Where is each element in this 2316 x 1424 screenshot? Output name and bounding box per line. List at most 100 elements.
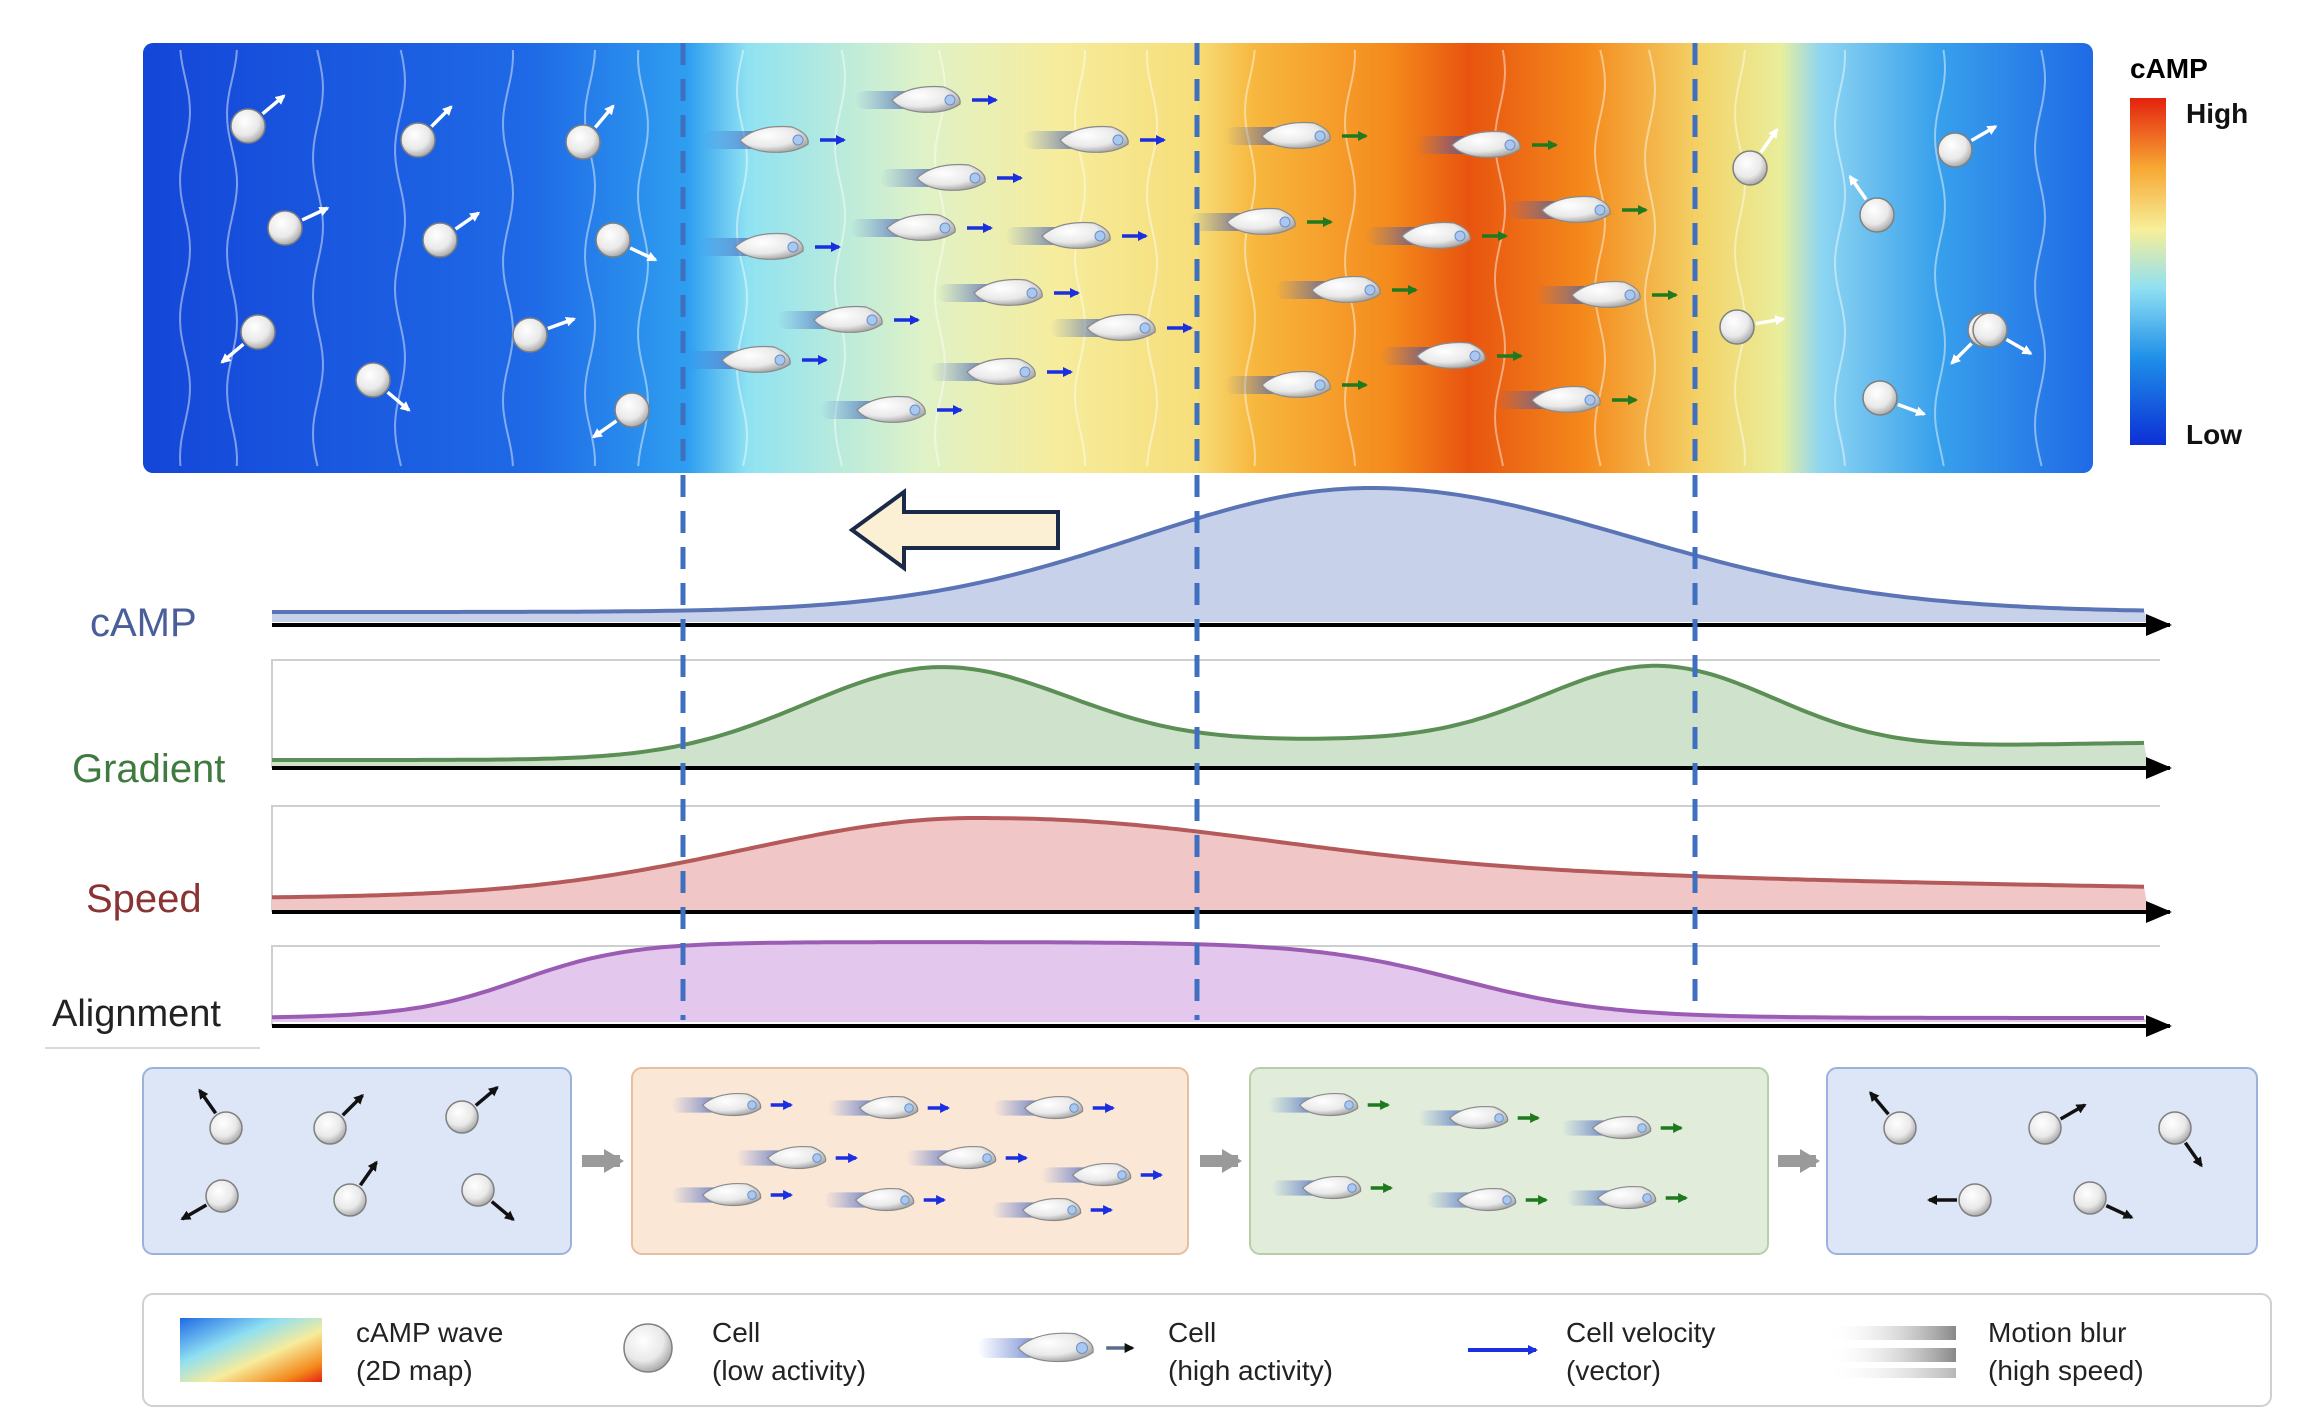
- cell-low-activity: [333, 1160, 378, 1217]
- cell-high-activity: [1426, 1187, 1549, 1212]
- alignment-curve: [271, 940, 2144, 1020]
- velocity-arrow: [593, 104, 615, 129]
- wave-line: [393, 49, 407, 467]
- legend-box: [142, 1293, 2272, 1407]
- velocity-arrow: [629, 246, 658, 262]
- velocity-arrow: [180, 1203, 208, 1221]
- camp-curve: [272, 486, 2145, 614]
- velocity-arrow: [1897, 402, 1927, 417]
- velocity-arrow: [358, 1160, 378, 1187]
- cell-low-activity: [180, 1179, 239, 1221]
- velocity-arrow: [1970, 124, 1998, 143]
- cell-low-activity: [230, 94, 286, 144]
- velocity-arrow: [1869, 1091, 1890, 1116]
- cell-high-activity: [698, 232, 841, 260]
- cell-low-activity: [461, 1173, 515, 1221]
- wave-lines: [178, 49, 2047, 467]
- cell-low-activity: [1972, 312, 2033, 356]
- wave-line: [1243, 49, 1257, 467]
- wave-line: [735, 49, 749, 467]
- cell-high-activity: [1225, 370, 1368, 398]
- wave-line: [1343, 50, 1357, 467]
- cell-low-activity: [400, 105, 453, 158]
- cell-high-activity: [703, 125, 846, 153]
- legend-camp-wave-swatch: [180, 1318, 322, 1382]
- colorbar-low-label: Low: [2186, 419, 2242, 450]
- cell-high-activity: [1365, 221, 1508, 249]
- phase-panels: [142, 1067, 2258, 1255]
- cell-high-activity: [937, 278, 1080, 306]
- colorbar-high-label: High: [2186, 98, 2248, 129]
- cell-high-activity: [880, 163, 1023, 191]
- legend-motion-blur-icon: [1826, 1326, 1956, 1378]
- legend-item-4-line1: Cell velocity: [1566, 1317, 1715, 1348]
- cell-high-activity: [1005, 221, 1148, 249]
- legend-item-3-line2: (high activity): [1168, 1355, 1333, 1386]
- cell-low-activity: [1937, 124, 1998, 168]
- cell-low-activity: [565, 104, 615, 160]
- trace-label-speed: Speed: [86, 877, 202, 921]
- velocity-arrow: [474, 1086, 499, 1107]
- colorbar: cAMP High Low: [2130, 53, 2248, 450]
- cell-high-activity: [671, 1182, 794, 1207]
- velocity-arrow: [220, 342, 245, 364]
- cell-high-activity: [828, 1095, 951, 1120]
- colorbar-title: cAMP: [2130, 53, 2208, 84]
- velocity-arrow: [2005, 337, 2033, 356]
- cell-low-activity: [198, 1088, 243, 1145]
- velocity-arrow: [1759, 127, 1779, 154]
- wave-line: [178, 49, 192, 467]
- velocity-arrow: [1755, 315, 1786, 326]
- velocity-arrow: [490, 1200, 515, 1221]
- velocity-arrow: [1950, 342, 1973, 365]
- velocity-arrow: [547, 316, 577, 331]
- wave-line: [1593, 49, 1607, 467]
- cell-high-activity: [1225, 121, 1368, 149]
- legend-item-4-line2: (vector): [1566, 1355, 1661, 1386]
- alignment-panel-frame: [271, 945, 2160, 1026]
- velocity-arrow: [430, 105, 453, 128]
- cell-high-activity: [1190, 207, 1333, 235]
- cell-high-activity: [820, 395, 963, 423]
- wave-line: [1733, 49, 1747, 467]
- cell-high-activity: [736, 1145, 859, 1170]
- cell-low-activity: [1927, 1183, 1992, 1217]
- cell-low-activity: [2158, 1111, 2203, 1168]
- trace-label-gradient: Gradient: [72, 747, 225, 791]
- velocity-arrow: [341, 1094, 364, 1117]
- cell-high-activity: [850, 213, 993, 241]
- cell-high-activity: [1505, 195, 1648, 223]
- panel-random-motion: [142, 1067, 572, 1255]
- velocity-arrow: [591, 419, 618, 439]
- wave-line: [2033, 49, 2047, 467]
- gradient-curve: [272, 663, 2145, 762]
- cell-low-activity: [1719, 309, 1786, 345]
- cell-high-activity: [671, 1092, 794, 1117]
- legend-item-1-line2: (2D map): [356, 1355, 473, 1386]
- velocity-arrow: [454, 211, 481, 231]
- velocity-arrow: [198, 1088, 218, 1115]
- trace-label-alignment: Alignment: [52, 993, 221, 1035]
- legend-cell-high-icon: [977, 1332, 1135, 1363]
- wave-line: [933, 49, 947, 467]
- phase-dividers: [680, 43, 1698, 1020]
- speed-curve: [271, 816, 2145, 900]
- legend-item-2-line1: Cell: [712, 1317, 760, 1348]
- cell-low-activity: [1848, 174, 1895, 233]
- cell-high-activity: [1415, 130, 1558, 158]
- legend: cAMP wave (2D map) Cell (low activity) C…: [142, 1293, 2272, 1407]
- camp-wave-map: [143, 43, 2093, 473]
- trace-label-camp: cAMP: [90, 601, 197, 645]
- velocity-arrow: [301, 206, 330, 222]
- map-cells: [220, 85, 2033, 439]
- cell-low-activity: [313, 1094, 364, 1145]
- legend-item-5-line2: (high speed): [1988, 1355, 2144, 1386]
- legend-cell-low-icon: [623, 1323, 673, 1373]
- cell-low-activity: [422, 211, 481, 258]
- velocity-arrow: [1848, 174, 1868, 201]
- wave-line: [583, 49, 597, 466]
- cell-high-activity: [930, 357, 1073, 385]
- cell-high-activity: [1418, 1105, 1541, 1130]
- velocity-arrow: [2105, 1204, 2134, 1220]
- cell-high-activity: [685, 345, 828, 373]
